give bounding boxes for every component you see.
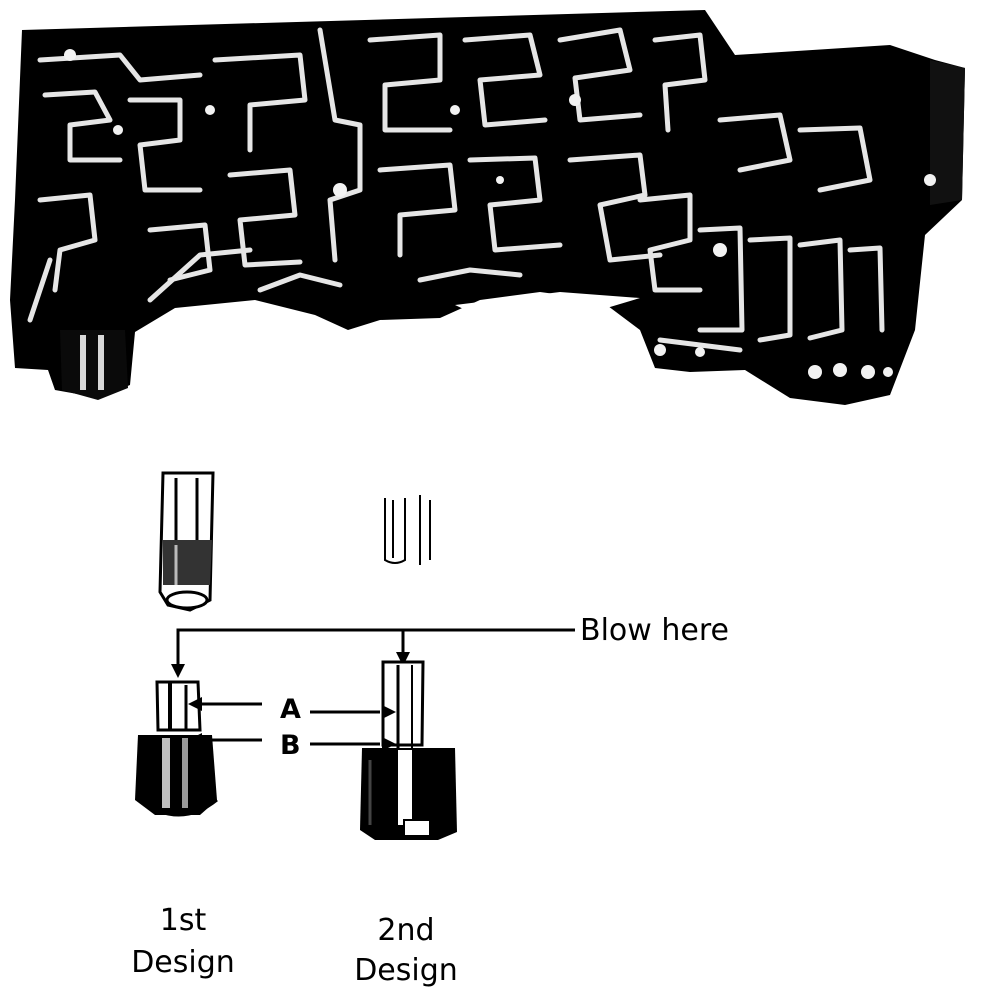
pointer-a-left	[188, 697, 262, 711]
pointer-b-right	[310, 737, 396, 751]
first-design-label-line2: Design	[131, 945, 235, 980]
blow-here-arrow	[176, 628, 575, 668]
pointer-b-left	[188, 733, 262, 747]
second-design-valve	[360, 660, 457, 840]
pointer-a-right	[310, 705, 396, 719]
second-design-label-line1: 2nd	[377, 913, 434, 948]
point-b-label: B	[280, 730, 301, 761]
first-design-upper-sleeve	[158, 471, 215, 612]
second-design-label-line2: Design	[354, 953, 458, 988]
valve-body-casting	[10, 10, 965, 405]
point-a-label: A	[280, 694, 301, 725]
first-design-valve	[135, 680, 218, 817]
valve-bores	[64, 49, 936, 379]
first-design-label-line1: 1st	[160, 903, 207, 938]
second-design-upper-sleeve	[384, 495, 431, 565]
blow-here-label: Blow here	[580, 613, 729, 648]
blow-here-arrowheads	[171, 652, 410, 678]
passage-traces	[27, 27, 885, 353]
